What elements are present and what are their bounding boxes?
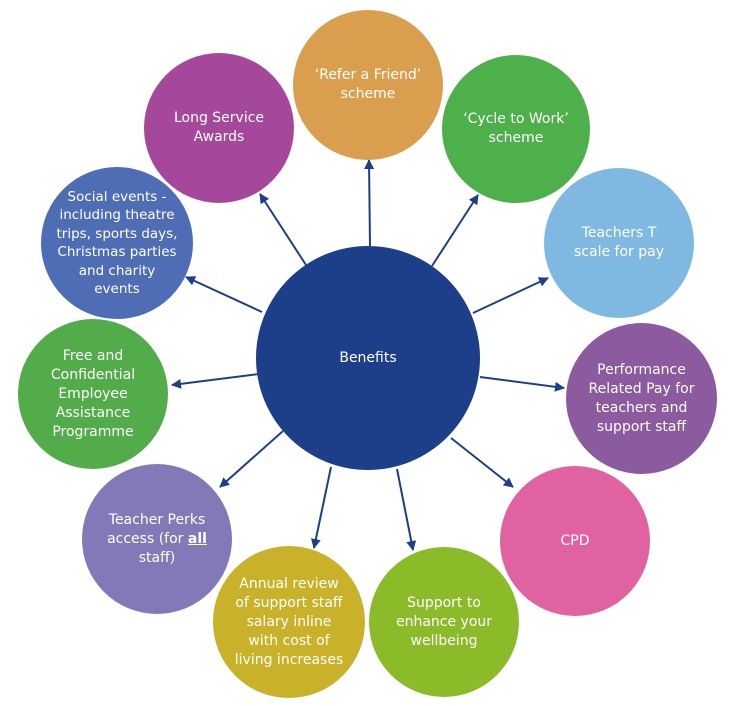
node-label: Annual review of support staff salary in… bbox=[225, 575, 353, 670]
label-line: Free and bbox=[62, 347, 124, 364]
arrow-to-teachers-t-scale bbox=[472, 277, 549, 314]
label-line: Confidential bbox=[50, 366, 136, 383]
node-cycle-to-work: ‘Cycle to Work’ scheme bbox=[442, 55, 590, 203]
label-line: including theatre bbox=[59, 207, 175, 223]
node-label: Long Service Awards bbox=[164, 109, 274, 147]
label-line: Teachers T bbox=[581, 225, 657, 241]
label-line: support staff bbox=[596, 418, 687, 435]
arrow-to-employee-assistance bbox=[171, 373, 260, 389]
label-line: enhance your bbox=[395, 613, 493, 630]
node-cpd: CPD bbox=[500, 466, 650, 616]
label-line: scheme bbox=[340, 86, 396, 102]
label-line: scale for pay bbox=[574, 244, 664, 260]
label-line: with cost of bbox=[248, 632, 330, 649]
arrow-to-teacher-perks bbox=[219, 430, 284, 488]
label-line: living increases bbox=[234, 651, 344, 668]
node-social-events: Social events - including theatre trips,… bbox=[41, 167, 193, 319]
label-line: staff) bbox=[138, 549, 176, 566]
label-line: Teacher Perks bbox=[108, 511, 206, 528]
label-emphasis: all bbox=[187, 530, 207, 547]
label-line: events bbox=[94, 281, 140, 297]
label-line: Long Service bbox=[173, 110, 265, 126]
node-label: Social events - including theatre trips,… bbox=[47, 188, 188, 299]
label-line: of support staff bbox=[235, 594, 343, 611]
label-line: Programme bbox=[52, 423, 134, 440]
label-line: scheme bbox=[488, 130, 544, 146]
node-teacher-perks: Teacher Perks access (for all staff) bbox=[82, 464, 232, 614]
label-fragment: access (for bbox=[107, 530, 188, 547]
label-line: Related Pay for bbox=[588, 380, 695, 397]
arrow-to-cycle-to-work bbox=[431, 194, 479, 267]
label-line: ‘Refer a Friend’ bbox=[314, 67, 422, 83]
center-node-benefits: Benefits bbox=[256, 246, 480, 470]
label-line: Annual review bbox=[239, 575, 339, 592]
node-label: Free and Confidential Employee Assistanc… bbox=[41, 347, 145, 442]
node-annual-review: Annual review of support staff salary in… bbox=[213, 546, 365, 698]
node-performance-related-pay: Performance Related Pay for teachers and… bbox=[566, 323, 717, 474]
node-label: Performance Related Pay for teachers and… bbox=[579, 361, 705, 437]
label-line: teachers and bbox=[595, 399, 688, 416]
label-line: salary inline bbox=[246, 613, 332, 630]
label-line: Assistance bbox=[55, 404, 131, 421]
label-line: wellbeing bbox=[410, 632, 478, 649]
node-label: ‘Refer a Friend’ scheme bbox=[305, 66, 431, 104]
label-line: trips, sports days, bbox=[56, 225, 178, 242]
arrow-to-long-service-awards bbox=[259, 193, 307, 266]
label-line: access (for all bbox=[107, 530, 207, 549]
node-label: CPD bbox=[551, 532, 600, 551]
label-line: Christmas parties bbox=[57, 244, 177, 260]
label-line: ‘Cycle to Work’ bbox=[463, 111, 569, 127]
arrow-to-support-wellbeing bbox=[396, 468, 417, 551]
node-teachers-t-scale: Teachers T scale for pay bbox=[544, 168, 694, 318]
label-line: Support to bbox=[407, 594, 481, 611]
node-label: ‘Cycle to Work’ scheme bbox=[453, 110, 579, 148]
label-line: Employee bbox=[58, 385, 128, 402]
node-long-service-awards: Long Service Awards bbox=[144, 53, 294, 203]
label-line: Social events - bbox=[67, 188, 167, 205]
arrow-to-cpd bbox=[450, 437, 514, 488]
node-employee-assistance: Free and Confidential Employee Assistanc… bbox=[18, 319, 168, 469]
arrow-to-performance-related-pay bbox=[479, 376, 565, 392]
node-label: Support to enhance your wellbeing bbox=[386, 594, 502, 651]
arrow-to-annual-review bbox=[310, 466, 332, 549]
node-refer-a-friend: ‘Refer a Friend’ scheme bbox=[293, 10, 443, 160]
node-label: Teachers T scale for pay bbox=[564, 224, 674, 262]
label-line: Awards bbox=[193, 129, 245, 145]
center-label: Benefits bbox=[339, 349, 397, 366]
arrow-to-social-events bbox=[185, 276, 263, 313]
node-support-wellbeing: Support to enhance your wellbeing bbox=[369, 547, 519, 697]
label-line: and charity bbox=[78, 262, 156, 279]
label-line: CPD bbox=[560, 532, 590, 549]
arrow-to-refer-a-friend bbox=[364, 159, 375, 247]
label-line: Performance bbox=[597, 361, 686, 378]
node-label: Teacher Perks access (for all staff) bbox=[97, 511, 217, 568]
